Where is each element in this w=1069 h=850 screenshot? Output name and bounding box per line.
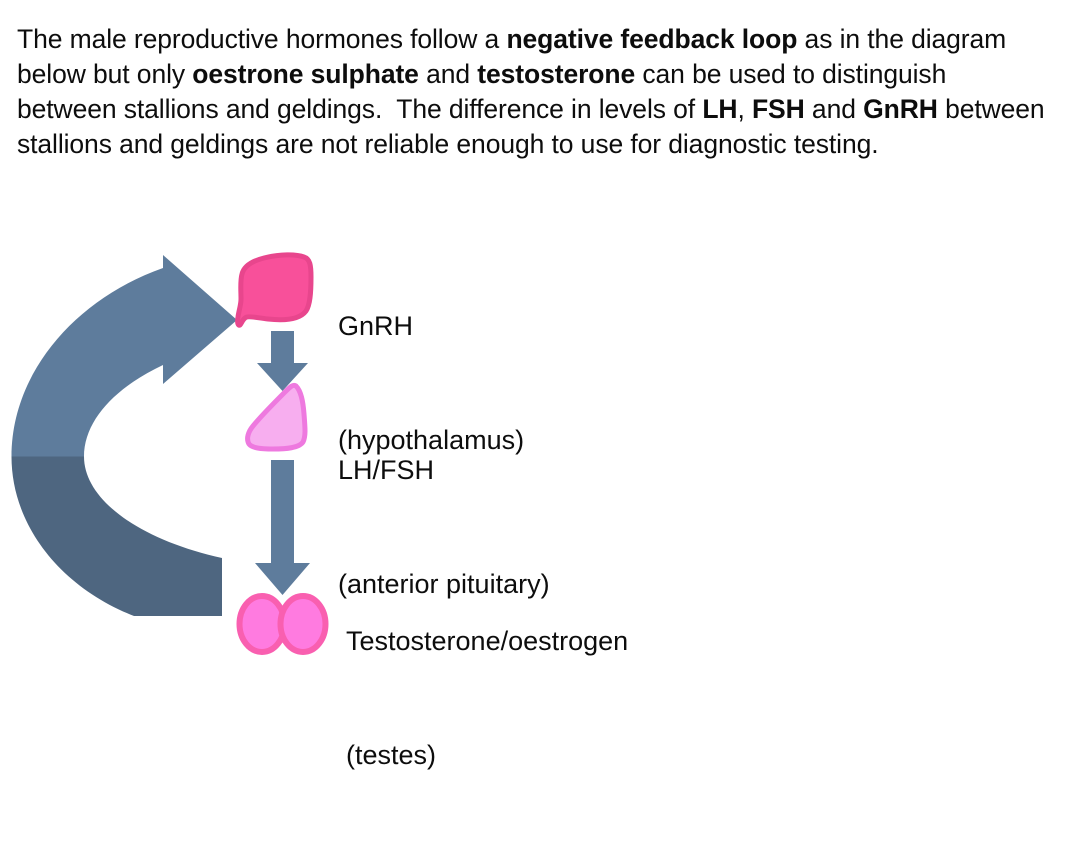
paragraph-bold-run: negative feedback loop	[506, 24, 798, 54]
paragraph-bold-run: FSH	[751, 94, 805, 124]
testes-right-ellipse	[277, 593, 329, 655]
paragraph-text-run: can be used to distinguish between stall…	[17, 59, 954, 124]
arrow-lhfsh-to-testes	[255, 460, 310, 595]
paragraph-text-run: between stallions and geldings are not r…	[17, 94, 1052, 159]
feedback-loop-diagram: GnRH (hypothalamus) LH/FSH (anterior pit…	[0, 195, 1069, 770]
paragraph-text-run: The male reproductive hormones follow a	[17, 24, 507, 54]
label-gnrh: GnRH (hypothalamus)	[338, 231, 524, 535]
paragraph-bold-run: GnRH	[863, 94, 938, 124]
diagram-canvas	[11, 252, 329, 655]
paragraph-text-run: ,	[737, 94, 752, 124]
label-gnrh-organ: (hypothalamus)	[338, 425, 525, 455]
intro-paragraph: The male reproductive hormones follow a …	[17, 22, 1052, 162]
paragraph-bold-run: LH	[702, 94, 738, 124]
paragraph-bold-run: oestrone sulphate	[192, 59, 419, 89]
label-lhfsh-hormone: LH/FSH	[338, 455, 435, 485]
label-testes-hormone: Testosterone/oestrogen	[346, 626, 629, 656]
gnrh-hypothalamus-shape	[235, 252, 314, 328]
paragraph-text-run: and	[804, 94, 864, 124]
label-testes-organ: (testes)	[346, 740, 437, 770]
arrow-gnrh-to-lhfsh	[257, 331, 308, 391]
paragraph-text-run: and	[418, 59, 478, 89]
paragraph-text-run: as in the diagram below but only	[17, 24, 1014, 89]
label-gnrh-hormone: GnRH	[338, 311, 414, 341]
label-lhfsh-organ: (anterior pituitary)	[338, 569, 550, 599]
label-lhfsh: LH/FSH (anterior pituitary)	[338, 375, 550, 679]
label-testes: Testosterone/oestrogen (testes)	[346, 546, 628, 850]
feedback-arrow-lower-band	[11, 456, 222, 616]
paragraph-bold-run: testosterone	[477, 59, 636, 89]
feedback-arrow-upper-band	[11, 255, 237, 457]
lhfsh-pituitary-shape	[245, 382, 308, 452]
